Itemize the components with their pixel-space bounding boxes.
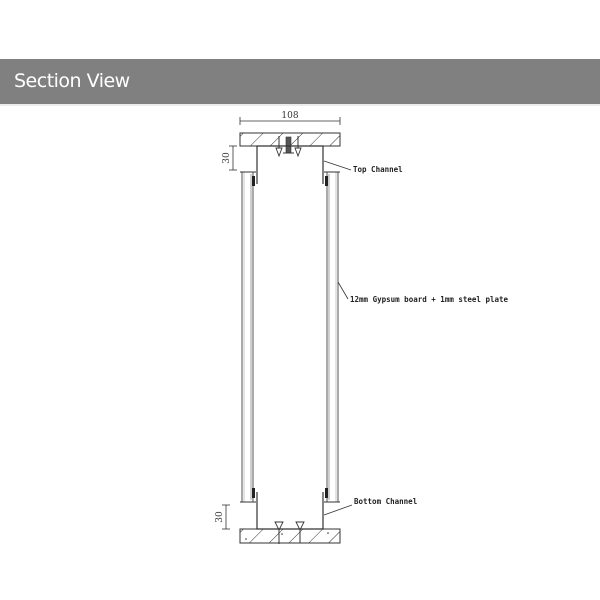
top-channel-callout: Top Channel [323, 160, 403, 174]
section-header: Section View [0, 59, 600, 106]
bottom-channel-callout: Bottom Channel [323, 497, 417, 516]
top-height-dimension: 30 [222, 145, 237, 171]
bottom-height-text: 30 [215, 511, 225, 523]
bottom-anchor-screws [274, 521, 305, 544]
section-title: Section View [14, 70, 130, 92]
bottom-channel [256, 492, 324, 530]
width-dimension-text: 108 [281, 111, 298, 121]
right-board [324, 171, 340, 503]
top-channel-label: Top Channel [353, 165, 403, 174]
bottom-channel-label: Bottom Channel [354, 497, 417, 506]
board-label: 12mm Gypsum board + 1mm steel plate [350, 295, 509, 304]
board-callout: 12mm Gypsum board + 1mm steel plate [337, 281, 509, 304]
top-height-text: 30 [222, 152, 232, 164]
bottom-slab [239, 528, 341, 544]
top-channel [256, 145, 324, 184]
width-dimension: 108 [239, 111, 341, 125]
bottom-height-dimension: 30 [215, 504, 230, 530]
left-board [240, 171, 256, 503]
